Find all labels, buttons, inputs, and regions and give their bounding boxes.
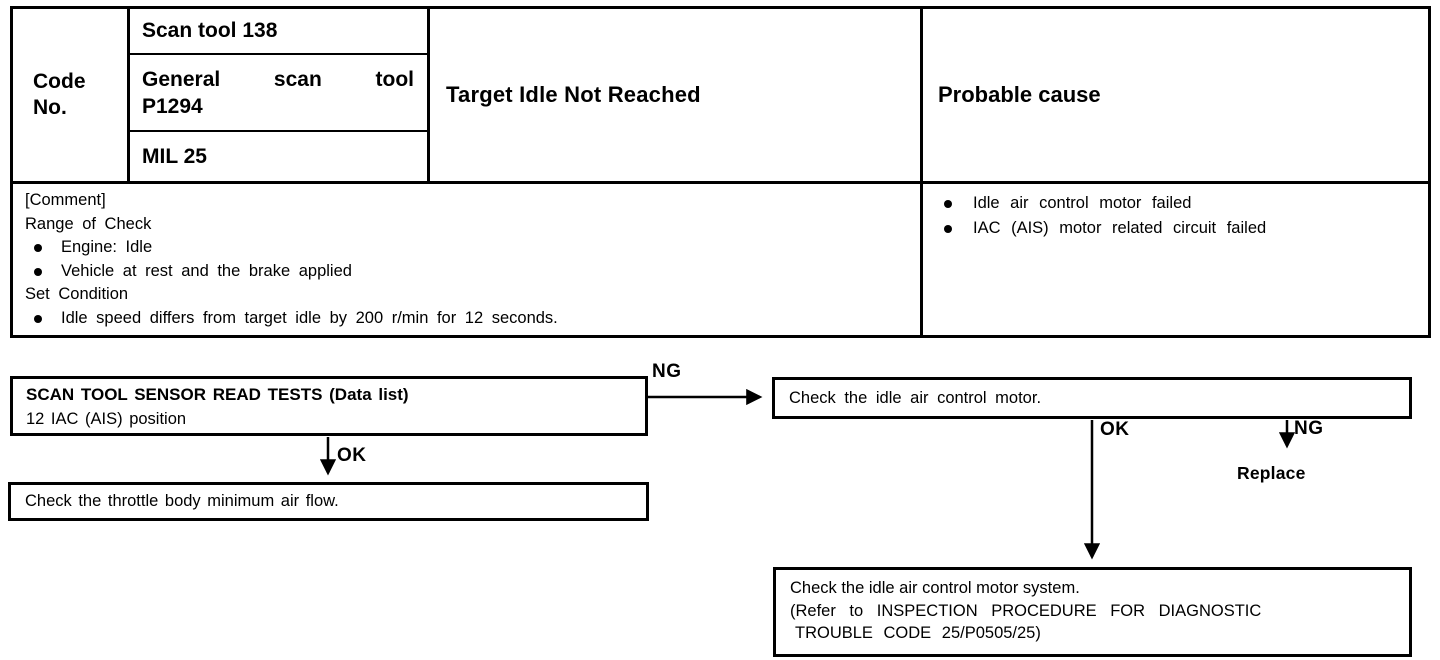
- ok-label-scan-test: OK: [337, 445, 367, 466]
- set-condition-item: Idle speed differs from target idle by 2…: [25, 307, 910, 331]
- check-motor-text: Check the idle air control motor.: [789, 388, 1042, 407]
- comment-heading: [Comment]: [25, 191, 106, 209]
- mil-code: MIL 25: [142, 144, 207, 168]
- probable-cause-header: Probable cause: [938, 82, 1101, 107]
- general-scan-tool-code: General scan tool P1294: [130, 55, 427, 132]
- range-item: Engine: Idle: [25, 236, 910, 260]
- general-scan-tool-line1: General scan tool: [142, 67, 414, 91]
- flow-box-scan-tool-test: SCAN TOOL SENSOR READ TESTS (Data list) …: [10, 376, 648, 436]
- probable-cause-item: IAC (AIS) motor related circuit failed: [935, 216, 1420, 241]
- probable-cause-item: Idle air control motor failed: [935, 191, 1420, 216]
- check-system-line3: TROUBLE CODE 25/P0505/25): [795, 624, 1041, 642]
- check-throttle-text: Check the throttle body minimum air flow…: [25, 492, 339, 510]
- dtc-info-table: Code No. Scan tool 138 General scan tool…: [10, 6, 1431, 338]
- probable-causes-cell: Idle air control motor failed IAC (AIS) …: [923, 181, 1428, 335]
- flow-box-check-throttle: Check the throttle body minimum air flow…: [8, 482, 649, 521]
- scan-tool-test-subtitle: 12 IAC (AIS) position: [26, 410, 187, 428]
- code-no-label: Code No.: [33, 70, 86, 119]
- set-condition-label: Set Condition: [25, 285, 129, 303]
- check-system-line2: (Refer to INSPECTION PROCEDURE FOR DIAGN…: [790, 601, 1262, 620]
- ok-label-check-motor: OK: [1100, 419, 1130, 440]
- check-system-line1: Check the idle air control motor system.: [790, 579, 1080, 597]
- dtc-title: Target Idle Not Reached: [430, 9, 923, 181]
- range-of-check-label: Range of Check: [25, 214, 152, 233]
- ng-label-check-motor: NG: [1294, 418, 1324, 439]
- ng-label-scan-test: NG: [652, 361, 682, 382]
- scan-tool-test-title: SCAN TOOL SENSOR READ TESTS (Data list): [26, 385, 409, 404]
- flow-box-check-motor: Check the idle air control motor.: [772, 377, 1412, 419]
- range-item: Vehicle at rest and the brake applied: [25, 260, 910, 284]
- code-no-cell: Code No.: [13, 9, 130, 181]
- flow-box-check-motor-system: Check the idle air control motor system.…: [773, 567, 1412, 657]
- general-scan-tool-line2: P1294: [142, 94, 203, 118]
- scan-tool-codes-cell: Scan tool 138 General scan tool P1294 MI…: [130, 9, 430, 181]
- comment-cell: [Comment] Range of Check Engine: Idle Ve…: [13, 181, 923, 335]
- scan-tool-code: Scan tool 138: [130, 9, 427, 55]
- replace-result-label: Replace: [1237, 463, 1306, 483]
